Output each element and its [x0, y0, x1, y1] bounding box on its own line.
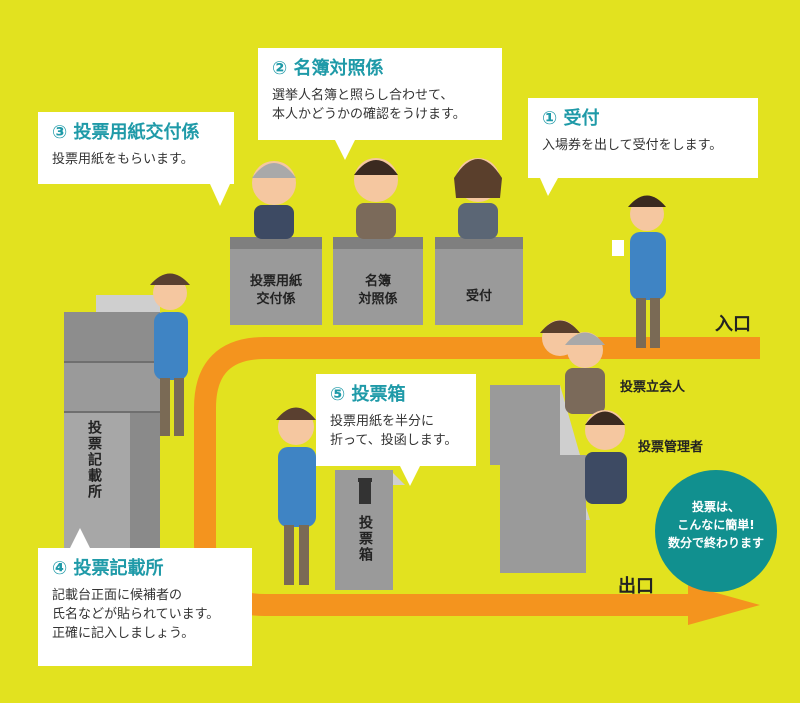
badge-line: 数分で終わります [667, 536, 764, 550]
clerk-roll-check [354, 158, 398, 239]
callout-reception: ① 受付 入場券を出して受付をします。 [528, 98, 758, 178]
step-body-line: 選挙人名簿と照らし合わせて、 [272, 88, 454, 103]
voter-at-box [276, 407, 316, 585]
desk-label-reception: 受付 [435, 288, 523, 306]
quick-vote-badge: 投票は、 こんなに簡単! 数分で終わります [655, 470, 777, 592]
desk-label-line: 対照係 [358, 292, 398, 307]
step-title: ④ 投票記載所 [52, 558, 164, 579]
step-body-line: 記載台正面に候補者の [52, 588, 183, 603]
entrance-label: 入口 [715, 314, 751, 335]
callout-tail [70, 528, 90, 548]
voter-at-booth [150, 273, 190, 436]
desk-label-line: 交付係 [256, 292, 296, 307]
callout-ballot-box: ⑤ 投票箱 投票用紙を半分に 折って、投函します。 [316, 374, 476, 466]
step-body-line: 正確に記入しましょう。 [52, 626, 195, 641]
clerk-ballot-issue [252, 161, 296, 239]
booth-label: 投票記載所 [86, 420, 102, 500]
callout-booth: ④ 投票記載所 記載台正面に候補者の 氏名などが貼られています。 正確に記入しま… [38, 548, 252, 666]
step-body: 入場券を出して受付をします。 [542, 136, 744, 155]
desk-label-line: 名簿 [364, 274, 391, 289]
callout-tail [210, 184, 230, 206]
step-body-line: 氏名などが貼られています。 [52, 607, 220, 622]
desk-label-ballot-issue: 投票用紙 交付係 [230, 273, 322, 309]
callout-tail [400, 466, 420, 486]
step-body: 投票用紙を半分に 折って、投函します。 [330, 412, 462, 450]
exit-label: 出口 [618, 576, 654, 597]
ballot-box-figure [335, 470, 405, 590]
ballot-box-label: 投票箱 [357, 515, 373, 563]
callout-ballot-issue: ③ 投票用紙交付係 投票用紙をもらいます。 [38, 112, 234, 184]
step-body-line: 折って、投函します。 [330, 433, 458, 448]
booth-stack [64, 295, 160, 562]
step-body-line: 投票用紙をもらいます。 [52, 152, 194, 167]
step-title: ⑤ 投票箱 [330, 384, 406, 405]
callout-roll-check: ② 名簿対照係 選挙人名簿と照らし合わせて、 本人かどうかの確認をうけます。 [258, 48, 502, 140]
step-body: 投票用紙をもらいます。 [52, 150, 220, 169]
badge-line: 投票は、 [691, 500, 740, 514]
step-title: ② 名簿対照係 [272, 58, 384, 79]
manager-label: 投票管理者 [638, 440, 704, 455]
desk-label-line: 受付 [465, 289, 492, 304]
callout-tail [335, 140, 355, 160]
step-body: 記載台正面に候補者の 氏名などが貼られています。 正確に記入しましょう。 [52, 586, 238, 643]
step-body-line: 入場券を出して受付をします。 [542, 138, 723, 153]
voter-entering [612, 195, 666, 348]
route-arrowhead [688, 585, 760, 625]
observer-tables [490, 385, 590, 573]
step-body-line: 本人かどうかの確認をうけます。 [272, 107, 466, 122]
clerk-reception [454, 158, 502, 239]
step-body-line: 投票用紙を半分に [330, 414, 435, 429]
step-title: ① 受付 [542, 108, 600, 129]
badge-line: こんなに簡単! [677, 518, 755, 532]
step-title: ③ 投票用紙交付係 [52, 122, 200, 143]
desks-top [230, 237, 523, 325]
desk-label-roll-check: 名簿 対照係 [333, 273, 423, 309]
observers [540, 320, 627, 504]
witness-label: 投票立会人 [620, 380, 686, 395]
step-body: 選挙人名簿と照らし合わせて、 本人かどうかの確認をうけます。 [272, 86, 488, 124]
callout-tail [540, 178, 558, 196]
desk-label-line: 投票用紙 [249, 274, 302, 289]
